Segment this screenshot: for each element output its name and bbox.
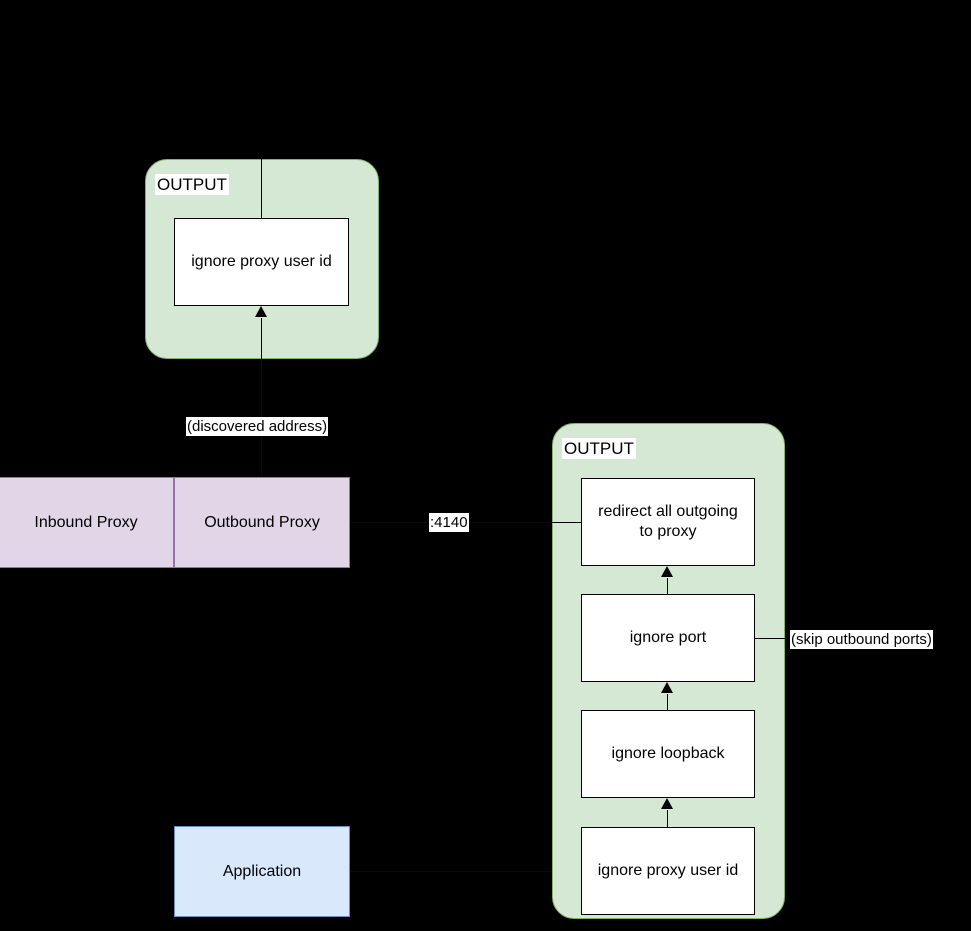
connector-application-to-chain — [350, 871, 555, 872]
connector-ignore-port-to-label — [755, 638, 791, 639]
arrow-ignore-port-to-redirect — [661, 566, 673, 577]
connector-top-group-incoming — [261, 159, 262, 218]
node-ignore-port[interactable]: ignore port — [581, 594, 755, 682]
output-group-top-label: OUTPUT — [155, 174, 229, 195]
arrow-userid-to-loopback — [661, 798, 673, 809]
node-ignore-loopback[interactable]: ignore loopback — [581, 710, 755, 798]
node-application[interactable]: Application — [174, 826, 350, 917]
node-redirect-all-outgoing-to-proxy[interactable]: redirect all outgoing to proxy — [581, 478, 755, 566]
node-redirect-label: redirect all outgoing to proxy — [598, 503, 738, 540]
node-ignore-proxy-user-id[interactable]: ignore proxy user id — [581, 827, 755, 915]
node-top-ignore-proxy-user-id[interactable]: ignore proxy user id — [174, 218, 349, 306]
connector-loopback-to-ignore-port — [667, 694, 668, 712]
connector-top-node-arrow-shaft — [261, 318, 262, 359]
connector-group-stub-redirect — [552, 522, 582, 523]
edge-label-discovered-address: (discovered address) — [186, 417, 329, 436]
node-inbound-proxy[interactable]: Inbound Proxy — [0, 477, 174, 568]
connector-ignore-port-to-redirect — [667, 578, 668, 596]
arrow-loopback-to-ignore-port — [661, 682, 673, 693]
arrow-into-top-node — [255, 306, 267, 317]
node-outbound-proxy[interactable]: Outbound Proxy — [174, 477, 350, 568]
output-group-outbound-label: OUTPUT — [562, 438, 636, 459]
edge-label-skip-outbound-ports: (skip outbound ports) — [790, 630, 933, 649]
connector-userid-to-loopback — [667, 810, 668, 828]
edge-label-proxy-port: :4140 — [429, 513, 469, 532]
